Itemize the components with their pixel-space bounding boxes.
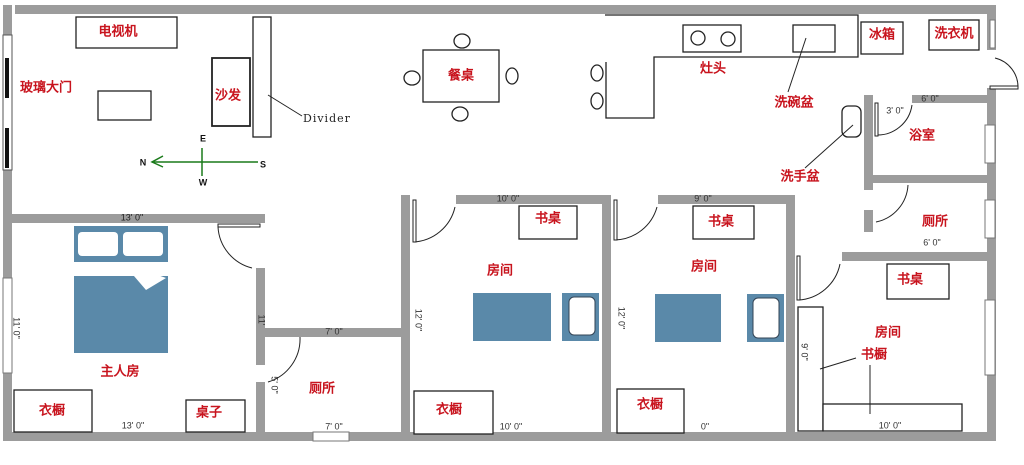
bath-dim-top: 6' 0": [921, 93, 938, 103]
fridge: [860, 21, 904, 55]
bathroom-label: 浴室: [909, 128, 935, 144]
burner-icon: [690, 30, 706, 46]
tv-label: 电视机: [98, 24, 137, 40]
bath-dim-door: 3' 0": [886, 105, 903, 115]
compass-n: N: [140, 157, 147, 167]
dish-sink: [792, 24, 836, 53]
bar-stool: [590, 92, 604, 110]
divider-label: Divider: [303, 112, 351, 125]
master-desk: [185, 399, 246, 433]
sofa: [211, 57, 251, 127]
room2-desk: [518, 205, 578, 240]
master-dim-side: 11' 0": [12, 317, 22, 339]
room4-desk-label: 书桌: [897, 272, 924, 288]
toilet2-dim-bottom: 7' 0": [325, 421, 342, 431]
room3-wardrobe-label: 衣橱: [637, 397, 663, 413]
compass-e: E: [200, 133, 206, 143]
hand-basin-label: 洗手盆: [780, 169, 820, 185]
compass: N S E W: [140, 133, 266, 187]
master-bed: [74, 226, 168, 353]
sink-label: 洗碗盆: [774, 95, 814, 111]
bookcase-bottom: [822, 403, 963, 432]
bar-stool: [590, 64, 604, 82]
stove-label: 灶头: [700, 61, 726, 77]
room2-wardrobe: [413, 390, 494, 435]
room3-dim-side: 12' 0": [617, 307, 627, 329]
room4-dim-bottom: 10' 0": [879, 420, 901, 430]
master-dim-door: 11': [257, 314, 267, 325]
toilet2-dim-top: 7' 0": [325, 326, 342, 336]
bookcase-label: 书橱: [861, 347, 887, 363]
toilet-label: 厕所: [922, 214, 948, 230]
burner-icon: [720, 31, 736, 47]
room3-desk: [692, 205, 755, 240]
dining-table: [422, 49, 500, 103]
doors: [217, 57, 1019, 383]
room2-label: 房间: [487, 263, 513, 279]
divider: [252, 16, 272, 138]
room3-dim-bottom: 0": [701, 421, 709, 431]
coffee-table: [97, 90, 152, 121]
sofa-label: 沙发: [215, 88, 242, 104]
master-dim-top: 13' 0": [121, 212, 143, 222]
room4-dim-side: 9' 0": [800, 343, 810, 360]
master-wardrobe: [13, 389, 93, 433]
room4-desk: [886, 263, 950, 300]
master-desk-label: 桌子: [196, 405, 222, 421]
dining-table-label: 餐桌: [447, 68, 475, 84]
hand-basin: [841, 105, 862, 138]
toilet-dim-bottom: 6' 0": [923, 237, 940, 247]
room2-dim-bottom: 10' 0": [500, 421, 522, 431]
washer: [928, 19, 980, 51]
windows: [2, 19, 996, 442]
room2-dim-top: 10' 0": [497, 193, 519, 203]
master-label: 主人房: [100, 364, 139, 380]
room3-bed: [655, 294, 784, 342]
toilet2-label: 厕所: [309, 381, 335, 397]
room2-bed: [473, 293, 599, 341]
room4-label: 房间: [875, 325, 901, 341]
room3-label: 房间: [691, 259, 717, 275]
washer-label: 洗衣机: [934, 26, 973, 42]
master-dim-bottom: 13' 0": [122, 420, 144, 430]
dining-chairs: [403, 33, 519, 122]
compass-s: S: [260, 159, 266, 169]
glass-door-label: 玻璃大门: [20, 80, 72, 96]
master-wardrobe-label: 衣橱: [39, 403, 65, 419]
room3-wardrobe: [616, 388, 685, 434]
room2-wardrobe-label: 衣橱: [436, 402, 462, 418]
room3-desk-label: 书桌: [708, 214, 735, 230]
compass-w: W: [199, 177, 208, 187]
fridge-label: 冰箱: [869, 27, 895, 43]
walls: [3, 5, 996, 441]
toilet2-dim-side: 5' 0": [270, 376, 280, 393]
room3-dim-top: 9' 0": [694, 193, 711, 203]
room2-dim-side: 12' 0": [414, 309, 424, 331]
bookcase-side: [797, 306, 824, 432]
tv-cabinet: [75, 16, 178, 49]
room2-desk-label: 书桌: [535, 211, 562, 227]
